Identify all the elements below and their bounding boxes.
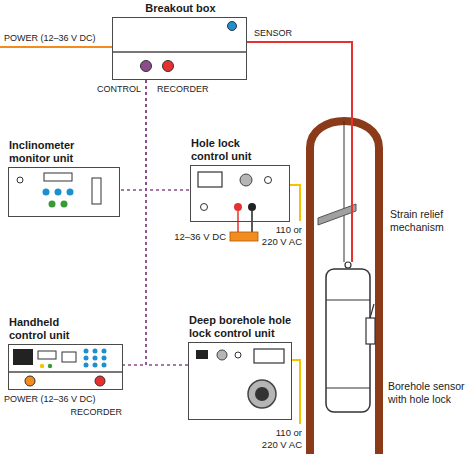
button: [55, 189, 62, 196]
panel-divider: [8, 371, 123, 373]
signal-label: CONTROL: [97, 84, 141, 95]
signal-label: SENSOR: [254, 28, 292, 39]
unit-heading: Hole lock control unit: [191, 137, 273, 163]
signal-label: POWER (12–36 V DC): [4, 33, 96, 44]
device-box: Deep borehole hole lock control unit: [188, 342, 292, 420]
button: [67, 189, 74, 196]
part-label: Strain relief mechanism: [390, 208, 470, 233]
display: [38, 351, 56, 359]
signal-label: 12–36 V DC: [174, 231, 226, 243]
led: [48, 364, 52, 368]
key: [84, 349, 89, 354]
power-socket: [25, 376, 35, 386]
borehole-wall: [310, 121, 379, 454]
control-socket: [141, 61, 152, 72]
signal-label: 110 or 220 V AC: [259, 427, 302, 450]
display: [13, 349, 33, 365]
slot: [62, 352, 76, 362]
keypad: [84, 349, 107, 368]
unit-heading: Inclinometer monitor unit: [9, 139, 91, 165]
unit-heading: Deep borehole hole lock control unit: [189, 314, 301, 340]
control-cable: [146, 80, 188, 365]
key: [102, 356, 107, 361]
panel-divider: [112, 51, 247, 53]
sensor-band: [326, 299, 370, 300]
led: [40, 364, 44, 368]
key: [102, 363, 107, 368]
reel: [248, 380, 276, 408]
control-cable: [123, 80, 146, 365]
key: [93, 349, 98, 354]
power-wire: [0, 46, 112, 48]
key: [102, 349, 107, 354]
strain-relief: [318, 204, 356, 225]
indicator-dot: [228, 22, 237, 31]
battery: [230, 232, 258, 241]
key: [84, 363, 89, 368]
button: [49, 201, 56, 208]
device-box: Breakout box: [112, 17, 247, 80]
key: [93, 363, 98, 368]
sensor-band: [326, 387, 370, 388]
device-box: Hole lock control unit: [190, 165, 290, 222]
device-box: Inclinometer monitor unit: [8, 167, 120, 217]
sensor-eye: [345, 262, 351, 268]
signal-label: RECORDER: [157, 84, 209, 95]
switch: [265, 177, 272, 184]
signal-label: 110 or 220 V AC: [259, 224, 302, 247]
control-cable: [120, 80, 146, 190]
hole-lock-arm: [366, 318, 375, 344]
recorder-socket: [163, 61, 174, 72]
unit-heading: Handheld control unit: [9, 316, 91, 342]
sensor-body: [326, 269, 370, 412]
reel-hub: [255, 387, 269, 401]
switch: [235, 352, 241, 358]
unit-heading: Breakout box: [113, 2, 248, 15]
terminal: [234, 203, 242, 211]
display: [44, 173, 72, 181]
terminal: [248, 203, 256, 211]
suspension-cable: [344, 121, 345, 262]
mains-wire: [290, 185, 300, 221]
unit-heading: Borehole sensor with hole lock: [388, 380, 468, 405]
signal-label: RECORDER: [70, 407, 122, 418]
control-cable: [146, 80, 190, 190]
recorder-socket: [95, 376, 105, 386]
signal-label: POWER (12–36 V DC): [4, 394, 96, 405]
mains-wire: [292, 360, 300, 424]
button: [61, 201, 68, 208]
switch: [201, 204, 208, 211]
display: [198, 172, 222, 187]
knob: [17, 177, 23, 183]
sensor-cable: [247, 42, 352, 262]
button: [43, 189, 50, 196]
borehole-sensor: Borehole sensor with hole lock: [326, 262, 370, 414]
display: [254, 349, 284, 363]
knob: [240, 174, 252, 186]
knob: [217, 350, 227, 360]
switch: [196, 350, 208, 359]
hole-lock-arm: [370, 304, 374, 318]
key: [93, 356, 98, 361]
slot: [92, 178, 101, 204]
device-box: Handheld control unit: [8, 344, 123, 390]
key: [84, 356, 89, 361]
